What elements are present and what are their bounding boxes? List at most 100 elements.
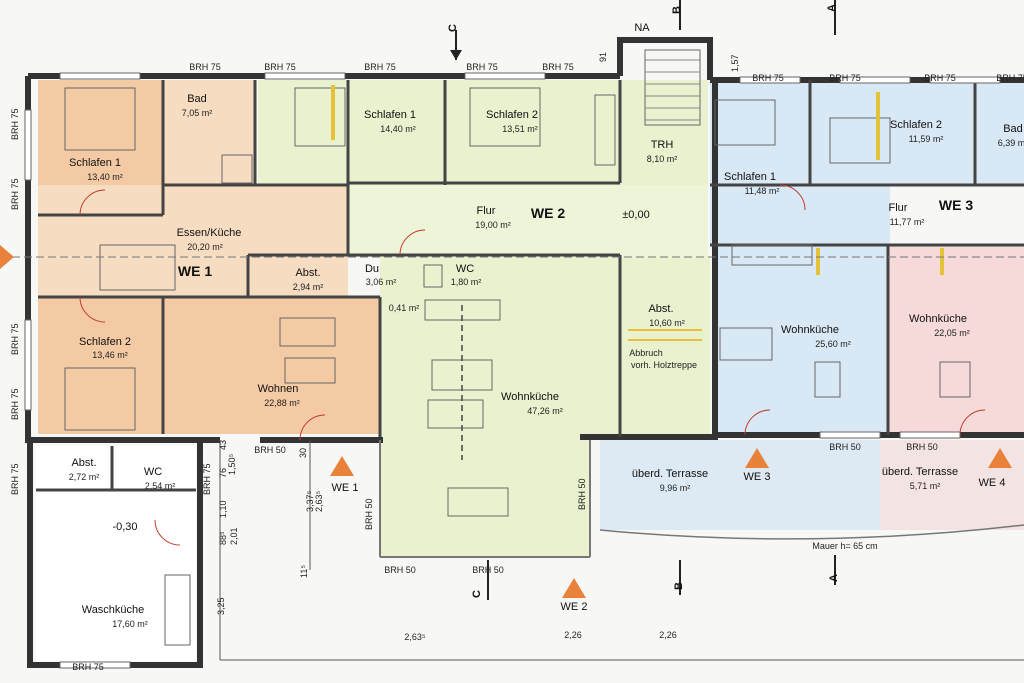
wall-stair: [617, 37, 713, 80]
room-name-schlafen1-we3: Schlafen 1: [724, 171, 776, 183]
door-4: [779, 184, 806, 211]
room-area-trh: 8,10 m²: [647, 154, 678, 164]
bed-we4: [829, 117, 891, 164]
dim-d11: 11⁵: [299, 565, 309, 578]
room-area-schlafen1-we1: 13,40 m²: [87, 172, 123, 182]
window-4: [739, 76, 801, 84]
bed-we2-1: [294, 87, 346, 147]
sofa-we2: [427, 399, 484, 429]
note-abbruch: Abbruch: [629, 348, 663, 358]
coffee-table-we1: [284, 357, 336, 384]
brh-label-12: BRH 50: [384, 565, 416, 575]
dim-d5: 3,37⁵: [305, 490, 315, 512]
room-name-wohnen: Wohnen: [258, 383, 299, 395]
fill-terrasse-we3: [600, 440, 880, 530]
brh-label-17: BRH 75: [10, 178, 20, 210]
fill-essen-kueche: [38, 185, 348, 297]
brh-label-4: BRH 75: [466, 62, 498, 72]
brh-label-9: BRH 75: [996, 73, 1024, 83]
room-name-bad-we4: Bad: [1003, 123, 1023, 135]
dim-d16: 1,57: [730, 54, 740, 72]
fill-wohnkueche-we3: [712, 245, 888, 435]
room-name-wohnkueche-we4: Wohnküche: [909, 313, 967, 325]
room-name-wohnkueche-we3: Wohnküche: [781, 324, 839, 336]
fill-wohnen: [163, 297, 380, 434]
label-na: NA: [634, 22, 650, 34]
bed-we3: [714, 99, 776, 146]
door-5: [744, 409, 771, 436]
room-name-abst-we2: Abst.: [648, 303, 673, 315]
room-name-wc-small: WC: [144, 466, 162, 478]
fill-flur-we3: [710, 185, 890, 245]
door-1: [79, 189, 106, 216]
note-small-area: 0,41 m²: [389, 303, 420, 313]
room-name-waschkueche: Waschküche: [82, 604, 145, 616]
level-minus: -0,30: [112, 521, 137, 533]
dim-d2: 2,26: [564, 630, 582, 640]
room-name-wohnkueche-we2: Wohnküche: [501, 391, 559, 403]
terrace-curve: [599, 524, 1024, 540]
room-name-essen-kueche: Essen/Küche: [177, 227, 242, 239]
room-name-du: Du: [365, 263, 379, 275]
room-name-terrasse-we3: überd. Terrasse: [632, 468, 708, 480]
brh-label-7: BRH 75: [829, 73, 861, 83]
dim-d15: 91: [598, 52, 608, 62]
wall-south-we1: [260, 437, 383, 443]
room-name-schlafen1-we2: Schlafen 1: [364, 109, 416, 121]
brh-labels: BRH 75 BRH 75 BRH 75 BRH 75 BRH 75 BRH 7…: [10, 62, 1024, 672]
room-area-abst-small: 2,72 m²: [69, 472, 100, 482]
dim-d13: 30: [298, 448, 308, 458]
section-b-top-label: B: [671, 6, 683, 14]
fill-schlafen2-we4: [810, 80, 1024, 185]
dim-d12: 76: [218, 468, 228, 478]
section-markers: C C B B A A: [447, 0, 840, 600]
room-name-flur-we2: Flur: [477, 205, 496, 217]
window-6: [929, 76, 1001, 84]
door-8: [154, 519, 181, 546]
notes: Abbruch vorh. Holztreppe ±0,00 -0,30 NA …: [112, 22, 877, 551]
window-11: [899, 431, 961, 439]
window-7: [24, 109, 32, 181]
window-10: [819, 431, 881, 439]
dim-d9: 2,01: [229, 527, 239, 545]
window-9: [59, 661, 131, 669]
table-we3: [719, 327, 773, 361]
window-8: [24, 319, 32, 411]
wash-unit: [164, 574, 191, 646]
door-7: [299, 414, 326, 441]
entrance-marker-we1: [330, 456, 354, 476]
dim-d3: 2,26: [659, 630, 677, 640]
fill-flur-we2: [348, 185, 708, 257]
kitchen-counter-we3: [731, 244, 813, 266]
room-name-trh: TRH: [651, 139, 674, 151]
demolition-marks: [331, 85, 944, 341]
brh-label-8: BRH 75: [924, 73, 956, 83]
dimensions: 2,63⁵ 2,26 2,26 3,25 3,37⁵ 2,63⁵ 1,10 1,…: [216, 52, 1024, 661]
room-area-bad-we4: 6,39 m²: [998, 138, 1024, 148]
brh-label-14: BRH 50: [829, 442, 861, 452]
unit-label-we1: WE 1: [178, 263, 212, 279]
room-name-bad-we1: Bad: [187, 93, 207, 105]
dim-d8: 1,50⁵: [227, 453, 237, 475]
room-fills: [36, 80, 1024, 661]
entrance-label-we3: WE 3: [744, 471, 771, 483]
section-c-bottom-label: C: [471, 590, 483, 598]
brh-label-13: BRH 50: [472, 565, 504, 575]
entrance-marker-we4: [988, 448, 1012, 468]
sofa-we3: [814, 361, 841, 398]
sofa-we1: [279, 317, 336, 347]
dim-d6: 2,63⁵: [314, 490, 324, 512]
room-name-schlafen2-we2: Schlafen 2: [486, 109, 538, 121]
fill-schlafen2-we1: [38, 297, 163, 434]
brh-label-1: BRH 75: [189, 62, 221, 72]
dim-d14: 43: [218, 440, 228, 450]
room-area-wohnkueche-we3: 25,60 m²: [815, 339, 851, 349]
entrance-label-we2: WE 2: [561, 601, 588, 613]
dim-d7: 1,10: [218, 500, 228, 518]
room-name-abst-small: Abst.: [71, 457, 96, 469]
fill-annex: [36, 446, 196, 661]
shower-we1: [221, 154, 253, 184]
entrance-label-we4: WE 4: [979, 477, 1006, 489]
fill-terrasse-we2: [380, 437, 590, 557]
